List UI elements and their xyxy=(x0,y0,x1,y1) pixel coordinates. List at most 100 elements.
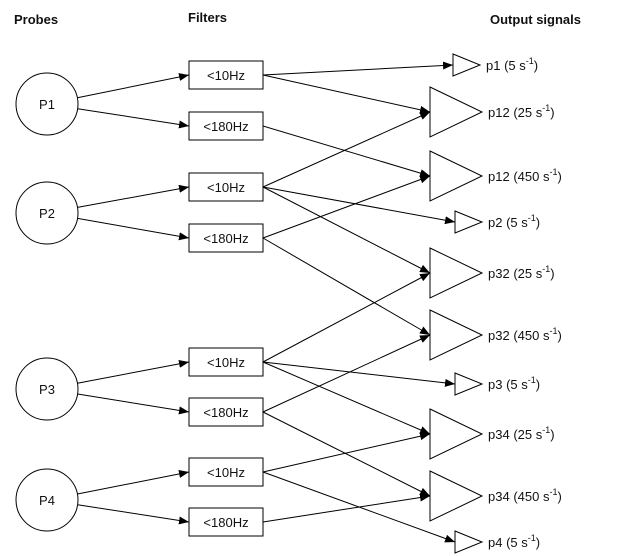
header-outputs: Output signals xyxy=(490,12,581,27)
output-node: p34 (450 s-1) xyxy=(429,470,562,522)
output-unit: s xyxy=(519,58,526,73)
output-name: p2 xyxy=(488,215,502,230)
connection-arrow xyxy=(262,125,431,177)
filter-label: <180Hz xyxy=(203,231,248,246)
connection-arrow xyxy=(262,334,431,413)
output-close-paren: ) xyxy=(558,489,562,504)
output-label: p4 (5 s-1) xyxy=(488,533,540,550)
output-unit: s xyxy=(536,105,543,120)
output-triangle xyxy=(429,309,484,361)
probe-circle xyxy=(15,72,79,136)
probe-label: P4 xyxy=(39,493,55,508)
connection-arrow xyxy=(262,186,456,225)
filter-node: <180Hz xyxy=(188,397,264,427)
filter-node: <10Hz xyxy=(188,347,264,377)
output-triangle xyxy=(429,247,484,299)
output-name: p12 xyxy=(488,169,510,184)
output-close-paren: ) xyxy=(536,377,540,392)
output-node: p32 (25 s-1) xyxy=(429,247,555,299)
output-close-paren: ) xyxy=(558,328,562,343)
filter-label: <10Hz xyxy=(207,68,245,83)
filter-node: <10Hz xyxy=(188,60,264,90)
connection-arrow xyxy=(262,493,431,523)
probe-label: P2 xyxy=(39,206,55,221)
output-name: p34 xyxy=(488,427,510,442)
output-exponent: -1 xyxy=(528,533,536,543)
output-node: p12 (450 s-1) xyxy=(429,150,562,202)
filter-node: <10Hz xyxy=(188,172,264,202)
filter-box xyxy=(188,507,264,537)
probe-node: P3 xyxy=(15,357,79,421)
connection-arrow xyxy=(77,504,190,525)
output-triangle xyxy=(454,372,484,396)
probe-node: P2 xyxy=(15,181,79,245)
output-exponent: -1 xyxy=(542,103,550,113)
connection-arrow xyxy=(262,74,431,114)
output-unit: s xyxy=(521,535,528,550)
connection-arrow xyxy=(77,73,190,99)
filter-label: <180Hz xyxy=(203,119,248,134)
output-node: p12 (25 s-1) xyxy=(429,86,555,138)
filter-node: <180Hz xyxy=(188,111,264,141)
filter-box xyxy=(188,347,264,377)
output-name: p12 xyxy=(488,105,510,120)
output-label: p34 (450 s-1) xyxy=(488,487,562,504)
filter-box xyxy=(188,111,264,141)
filter-label: <180Hz xyxy=(203,515,248,530)
output-open-paren: ( xyxy=(510,169,519,184)
connection-arrow xyxy=(262,175,431,239)
probe-label: P1 xyxy=(39,97,55,112)
connection-arrow xyxy=(262,111,431,188)
connection-arrow xyxy=(77,184,190,208)
probe-node: P1 xyxy=(15,72,79,136)
output-rate: 5 xyxy=(510,535,517,550)
output-node: p1 (5 s-1) xyxy=(452,53,538,77)
output-rate: 25 xyxy=(518,266,532,281)
output-triangle xyxy=(429,150,484,202)
connection-arrow xyxy=(262,272,431,363)
output-exponent: -1 xyxy=(549,326,557,336)
output-close-paren: ) xyxy=(558,169,562,184)
output-rate: 450 xyxy=(518,489,540,504)
output-label: p34 (25 s-1) xyxy=(488,425,555,442)
output-unit: s xyxy=(543,169,550,184)
connection-arrow xyxy=(262,471,456,543)
output-node: p4 (5 s-1) xyxy=(454,530,540,554)
output-rate: 5 xyxy=(510,215,517,230)
output-label: p32 (450 s-1) xyxy=(488,326,562,343)
probe-circle xyxy=(15,468,79,532)
output-open-paren: ( xyxy=(502,377,511,392)
output-open-paren: ( xyxy=(502,535,511,550)
output-exponent: -1 xyxy=(542,264,550,274)
connection-arrow xyxy=(262,361,431,435)
output-label: p3 (5 s-1) xyxy=(488,375,540,392)
output-node: p2 (5 s-1) xyxy=(454,210,540,234)
output-unit: s xyxy=(521,377,528,392)
output-open-paren: ( xyxy=(510,105,519,120)
output-open-paren: ( xyxy=(510,328,519,343)
filter-node: <180Hz xyxy=(188,223,264,253)
output-unit: s xyxy=(543,489,550,504)
output-close-paren: ) xyxy=(550,105,554,120)
output-node: p34 (25 s-1) xyxy=(429,408,555,460)
output-open-paren: ( xyxy=(510,427,519,442)
filter-label: <10Hz xyxy=(207,465,245,480)
connection-arrow xyxy=(262,186,431,274)
output-exponent: -1 xyxy=(549,487,557,497)
output-triangle xyxy=(454,210,484,234)
connection-arrow xyxy=(77,359,190,384)
output-rate: 25 xyxy=(518,105,532,120)
output-exponent: -1 xyxy=(528,213,536,223)
filter-node: <10Hz xyxy=(188,457,264,487)
filter-box xyxy=(188,223,264,253)
output-triangle xyxy=(454,530,484,554)
filter-label: <10Hz xyxy=(207,180,245,195)
connection-arrow xyxy=(262,361,456,387)
output-name: p32 xyxy=(488,266,510,281)
output-name: p1 xyxy=(486,58,500,73)
output-triangle xyxy=(452,53,482,77)
output-exponent: -1 xyxy=(528,375,536,385)
filter-box xyxy=(188,172,264,202)
output-unit: s xyxy=(543,328,550,343)
output-name: p4 xyxy=(488,535,502,550)
